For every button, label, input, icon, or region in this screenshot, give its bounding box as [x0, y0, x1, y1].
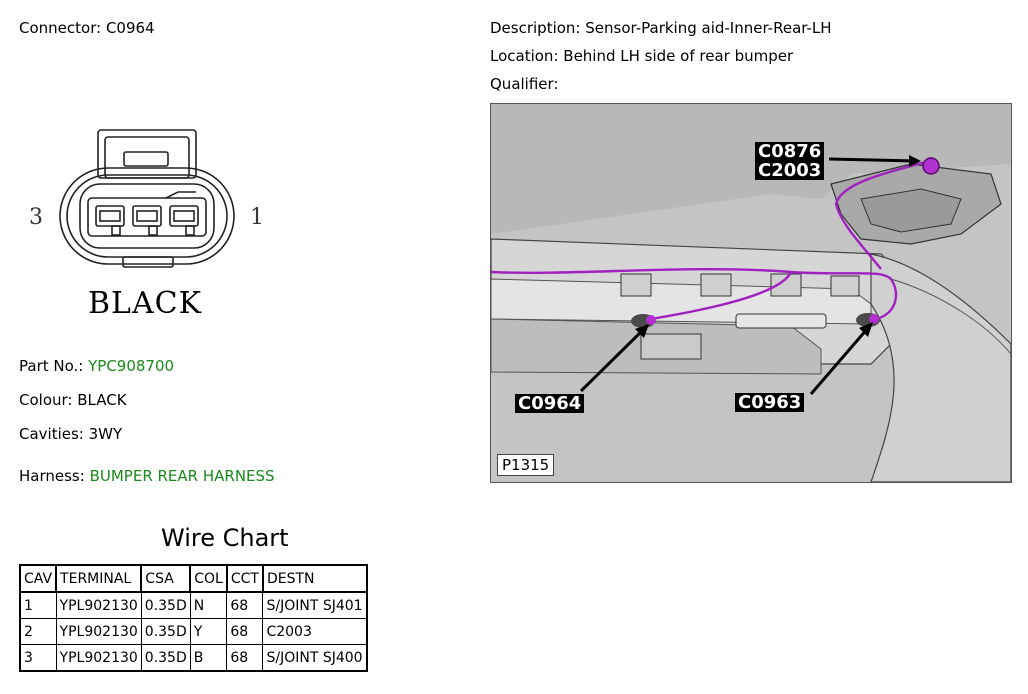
cell-destn: S/JOINT SJ401 [262, 591, 368, 619]
wire-chart-title: Wire Chart [161, 524, 289, 552]
column-header-col: COL [189, 564, 228, 593]
location-value: Behind LH side of rear bumper [563, 47, 794, 65]
description-value: Sensor-Parking aid-Inner-Rear-LH [585, 19, 832, 37]
column-header-cav: CAV [18, 564, 58, 593]
bumper-illustration [491, 104, 1011, 482]
part-number-link[interactable]: YPC908700 [88, 357, 175, 375]
harness-label: Harness: [19, 467, 85, 485]
cell-cct: 68 [226, 618, 264, 645]
column-header-csa: CSA [140, 564, 192, 593]
location-label: Location: [490, 47, 559, 65]
cell-destn: S/JOINT SJ400 [262, 644, 368, 672]
callout-c2003: C2003 [758, 160, 822, 181]
cell-terminal: YPL902130 [55, 591, 142, 619]
cell-cct: 68 [226, 644, 264, 672]
connector-face-diagram [59, 129, 235, 268]
cell-csa: 0.35D [140, 644, 191, 672]
location-photo: C0876 C2003 C0964 C0963 P1315 [490, 103, 1012, 483]
connector-value: C0964 [105, 19, 155, 37]
callout-c0964: C0964 [515, 394, 585, 413]
cell-col: Y [189, 618, 228, 645]
cell-cav: 3 [18, 644, 57, 672]
table-row: 2 YPL902130 0.35D Y 68 C2003 [18, 618, 368, 645]
cavities-line: Cavities: 3WY [19, 425, 122, 443]
description-label: Description: [490, 19, 581, 37]
cavities-label: Cavities: [19, 425, 84, 443]
colour-value: BLACK [77, 391, 127, 409]
qualifier-line: Qualifier: [490, 75, 558, 93]
cell-csa: 0.35D [140, 591, 191, 619]
column-header-cct: CCT [225, 564, 264, 593]
cell-cct: 68 [226, 591, 264, 619]
cell-terminal: YPL902130 [55, 644, 142, 672]
connector-label: Connector: [19, 19, 102, 37]
cell-col: N [189, 591, 228, 619]
column-header-destn: DESTN [261, 564, 368, 593]
location-line: Location: Behind LH side of rear bumper [490, 47, 793, 65]
colour-label: Colour: [19, 391, 73, 409]
callout-top: C0876 C2003 [755, 141, 825, 181]
connector-line: Connector: C0964 [19, 19, 155, 37]
table-row: 3 YPL902130 0.35D B 68 S/JOINT SJ400 [18, 644, 368, 672]
photo-reference-code: P1315 [497, 454, 555, 476]
qualifier-label: Qualifier: [490, 75, 559, 93]
cell-col: B [189, 644, 228, 672]
cell-terminal: YPL902130 [55, 618, 142, 645]
harness-line: Harness: BUMPER REAR HARNESS [19, 467, 275, 485]
column-header-terminal: TERMINAL [55, 564, 143, 593]
callout-c0963: C0963 [735, 393, 805, 412]
cell-csa: 0.35D [140, 618, 191, 645]
cell-cav: 2 [18, 618, 57, 645]
wire-chart-table: CAV TERMINAL CSA COL CCT DESTN 1 YPL9021… [18, 564, 368, 672]
part-number-line: Part No.: YPC908700 [19, 357, 174, 375]
colour-line: Colour: BLACK [19, 391, 127, 409]
callout-c0876: C0876 [758, 141, 822, 162]
cell-cav: 1 [18, 591, 57, 619]
connector-colour-label: BLACK [88, 286, 202, 321]
pin-number-left: 3 [29, 205, 43, 230]
cell-destn: C2003 [262, 618, 368, 645]
wire-chart-header-row: CAV TERMINAL CSA COL CCT DESTN [18, 564, 368, 593]
part-number-label: Part No.: [19, 357, 84, 375]
table-row: 1 YPL902130 0.35D N 68 S/JOINT SJ401 [18, 591, 368, 619]
harness-link[interactable]: BUMPER REAR HARNESS [89, 467, 275, 485]
pin-number-right: 1 [250, 205, 264, 230]
description-line: Description: Sensor-Parking aid-Inner-Re… [490, 19, 832, 37]
cavities-value: 3WY [88, 425, 123, 443]
